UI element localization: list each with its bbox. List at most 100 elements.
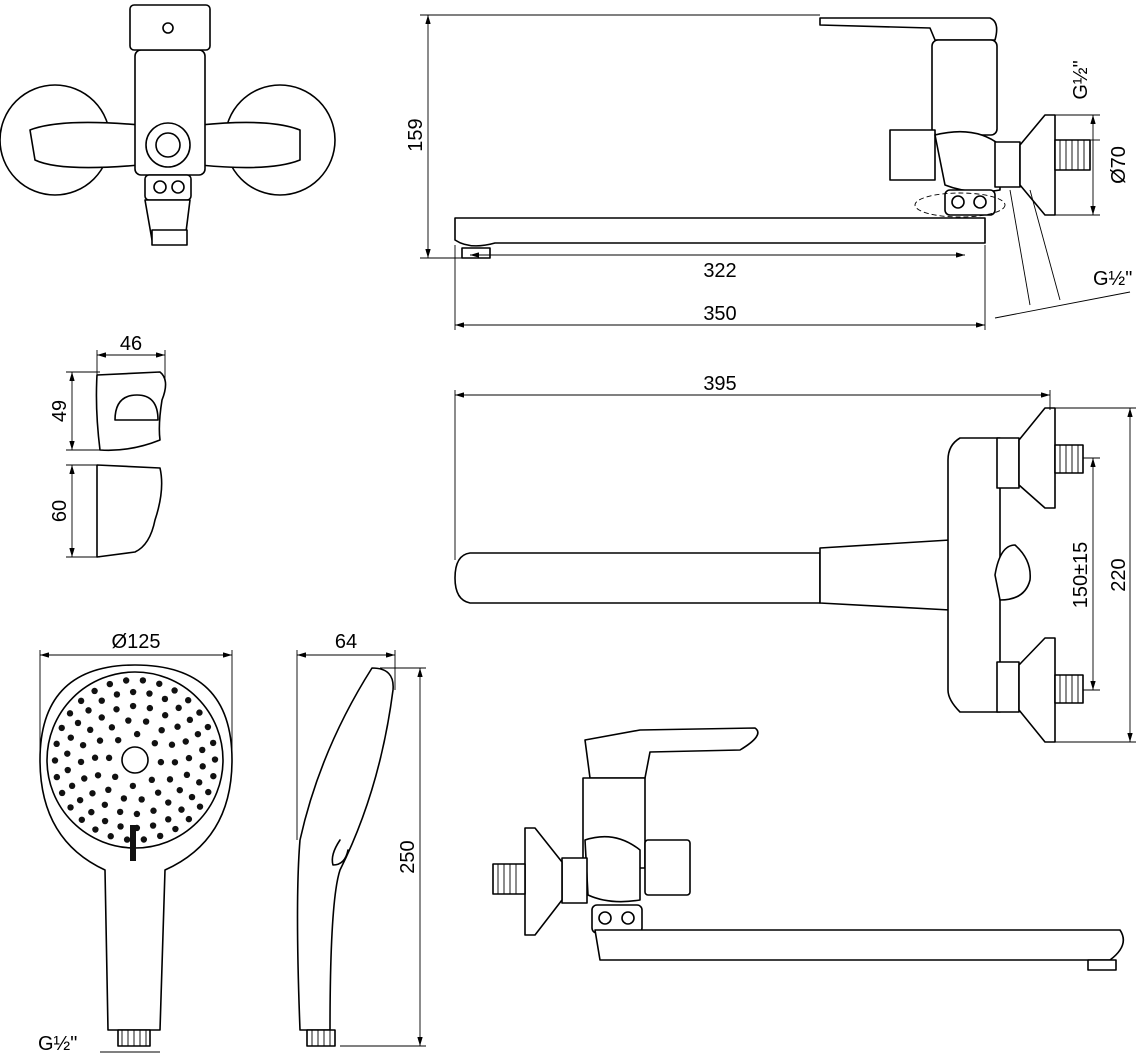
nozzle-hole bbox=[76, 796, 84, 804]
dim-150: 150±15 bbox=[1070, 542, 1092, 609]
nozzle-hole bbox=[107, 833, 114, 840]
top-view-mixer bbox=[454, 390, 1136, 743]
nozzle-hole bbox=[168, 741, 176, 748]
nozzle-hole bbox=[94, 772, 102, 779]
nozzle-hole bbox=[96, 737, 104, 744]
nozzle-hole bbox=[123, 836, 131, 843]
dim-395: 395 bbox=[703, 373, 736, 395]
shower-head-side bbox=[296, 650, 426, 1047]
nozzle-hole bbox=[156, 832, 164, 840]
shower-head-front bbox=[39, 650, 233, 1053]
nozzle-hole bbox=[196, 803, 204, 810]
nozzle-hole bbox=[210, 772, 217, 780]
nozzle-hole bbox=[209, 739, 217, 747]
nozzle-hole bbox=[149, 822, 157, 829]
nozzle-hole bbox=[174, 723, 181, 730]
dim-thread-top: G½" bbox=[1070, 60, 1092, 99]
nozzle-hole bbox=[196, 779, 203, 786]
nozzle-hole bbox=[98, 714, 105, 721]
nozzle-hole bbox=[184, 697, 192, 704]
nozzle-hole bbox=[67, 734, 74, 741]
nozzle-hole bbox=[51, 757, 59, 764]
nozzle-hole bbox=[188, 793, 196, 801]
nozzle-hole bbox=[91, 754, 99, 761]
nozzle-hole bbox=[199, 763, 206, 770]
nozzle-hole bbox=[78, 816, 86, 823]
nozzle-hole bbox=[106, 680, 114, 688]
nozzle-hole bbox=[194, 730, 202, 738]
nozzle-hole bbox=[77, 758, 85, 766]
nozzle-hole bbox=[113, 691, 121, 698]
nozzle-hole bbox=[139, 677, 147, 684]
nozzle-hole bbox=[58, 724, 65, 732]
nozzle-hole bbox=[120, 795, 128, 802]
nozzle-hole bbox=[87, 726, 94, 734]
dim-322: 322 bbox=[703, 260, 736, 282]
nozzle-hole bbox=[133, 810, 141, 818]
nozzle-hole bbox=[91, 687, 98, 695]
dim-159: 159 bbox=[405, 118, 427, 151]
nozzle-hole bbox=[64, 766, 71, 774]
nozzle-hole bbox=[58, 789, 66, 797]
nozzle-hole bbox=[148, 776, 156, 784]
dim-250: 250 bbox=[397, 840, 419, 873]
nozzle-hole bbox=[185, 754, 193, 762]
dim-thread-side: G½" bbox=[1093, 268, 1132, 290]
nozzle-hole bbox=[92, 826, 99, 833]
nozzle-hole bbox=[140, 836, 148, 843]
nozzle-hole bbox=[64, 750, 71, 757]
side-view-mixer bbox=[454, 17, 1091, 259]
nozzle-hole bbox=[77, 697, 85, 705]
shower-holder bbox=[66, 350, 167, 558]
nozzle-hole bbox=[125, 717, 132, 724]
nozzle-hole bbox=[196, 709, 203, 716]
nozzle-hole bbox=[81, 775, 88, 782]
nozzle-hole bbox=[151, 739, 159, 747]
nozzle-hole bbox=[211, 756, 219, 763]
nozzle-hole bbox=[199, 746, 206, 754]
nozzle-hole bbox=[108, 724, 116, 731]
dim-350: 350 bbox=[703, 303, 736, 325]
nozzle-hole bbox=[165, 799, 172, 806]
nozzle-hole bbox=[138, 796, 145, 803]
dim-46: 46 bbox=[120, 333, 142, 355]
nozzle-hole bbox=[85, 707, 92, 714]
dim-220: 220 bbox=[1108, 558, 1130, 591]
nozzle-hole bbox=[175, 704, 182, 712]
nozzle-hole bbox=[176, 786, 183, 794]
nozzle-holes bbox=[51, 677, 219, 843]
nozzle-hole bbox=[178, 806, 185, 813]
nozzle-hole bbox=[185, 815, 193, 823]
nozzle-hole bbox=[204, 723, 212, 731]
dim-49: 49 bbox=[49, 400, 71, 422]
nozzle-hole bbox=[146, 704, 154, 712]
dim-shower-diameter: Ø125 bbox=[112, 631, 161, 653]
dim-60: 60 bbox=[49, 500, 71, 522]
nozzle-hole bbox=[114, 736, 122, 744]
nozzle-hole bbox=[116, 808, 124, 816]
nozzle-hole bbox=[111, 773, 119, 781]
nozzle-hole bbox=[154, 789, 162, 796]
nozzle-hole bbox=[165, 816, 172, 823]
nozzle-hole bbox=[88, 808, 95, 816]
nozzle-hole bbox=[89, 790, 96, 797]
nozzle-hole bbox=[67, 804, 74, 811]
perspective-view-mixer bbox=[492, 727, 1125, 971]
nozzle-hole bbox=[129, 782, 137, 790]
nozzle-hole bbox=[68, 782, 76, 790]
nozzle-hole bbox=[101, 817, 109, 825]
side-view-dimensions bbox=[420, 14, 1131, 330]
nozzle-hole bbox=[53, 740, 60, 748]
nozzle-hole bbox=[101, 801, 109, 808]
nozzle-hole bbox=[133, 730, 141, 738]
nozzle-hole bbox=[122, 677, 130, 684]
nozzle-hole bbox=[117, 823, 124, 830]
nozzle-hole bbox=[171, 759, 179, 766]
nozzle-hole bbox=[53, 773, 61, 781]
nozzle-hole bbox=[157, 758, 165, 766]
dim-64: 64 bbox=[335, 631, 357, 653]
nozzle-hole bbox=[186, 716, 194, 724]
nozzle-hole bbox=[156, 680, 163, 687]
nozzle-hole bbox=[113, 706, 120, 713]
nozzle-hole bbox=[158, 726, 165, 734]
